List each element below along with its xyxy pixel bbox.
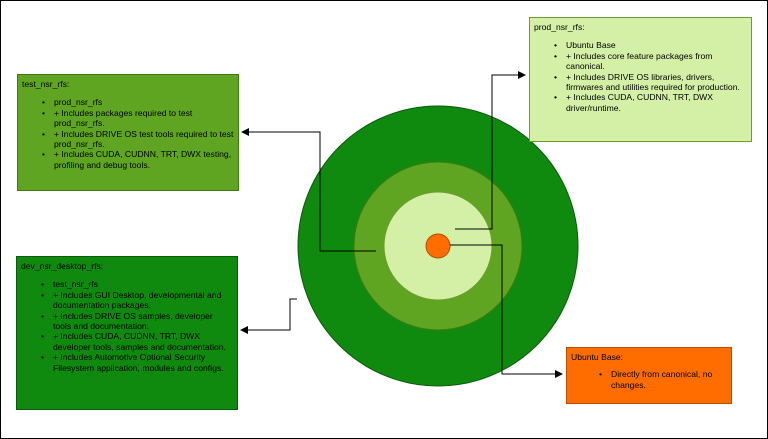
list-item: + Includes CUDA, CUDNN, TRT, DWX testing… — [42, 149, 234, 170]
dev-box-title: dev_nsr_desktop_rfs: — [21, 261, 104, 271]
prod-box-list: Ubuntu Base + Includes core feature pack… — [534, 40, 747, 113]
list-item: + Includes CUDA, CUDNN, TRT, DWX develop… — [41, 331, 233, 352]
ubuntu-box-title: Ubuntu Base: — [571, 352, 624, 362]
core-ubuntu — [425, 233, 451, 259]
test-box-list: prod_nsr_rfs + Includes packages require… — [22, 97, 234, 170]
ubuntu-base-box: Ubuntu Base: Directly from canonical, no… — [566, 347, 732, 404]
list-item: + Includes core feature packages from ca… — [554, 51, 747, 72]
connector-test — [241, 128, 376, 252]
prod-box-title: prod_nsr_rfs: — [534, 22, 585, 32]
list-item: + Includes GUI Desktop, developmental an… — [41, 290, 233, 311]
list-item: prod_nsr_rfs — [42, 97, 234, 108]
ubuntu-box-list: Directly from canonical, no changes. — [571, 369, 727, 390]
connector-prod — [455, 71, 526, 230]
test-box-title: test_nsr_rfs: — [22, 79, 70, 89]
list-item: + Includes DRIVE OS test tools required … — [42, 129, 234, 150]
dev-nsr-desktop-rfs-box: dev_nsr_desktop_rfs: test_nsr_rfs + Incl… — [16, 256, 238, 410]
list-item: + Includes Automotive Optional Security … — [41, 352, 233, 373]
connector-ubuntu — [450, 244, 563, 378]
list-item: + Includes packages required to test pro… — [42, 108, 234, 129]
list-item: test_nsr_rfs — [41, 279, 233, 290]
list-item: Ubuntu Base — [554, 40, 747, 51]
prod-nsr-rfs-box: prod_nsr_rfs: Ubuntu Base + Includes cor… — [529, 17, 752, 142]
test-nsr-rfs-box: test_nsr_rfs: prod_nsr_rfs + Includes pa… — [17, 74, 239, 191]
list-item: + Includes DRIVE OS samples, developer t… — [41, 311, 233, 332]
list-item: + Includes CUDA, CUDNN, TRT, DWX driver/… — [554, 92, 747, 113]
list-item: + Includes DRIVE OS libraries, drivers, … — [554, 72, 747, 93]
connector-dev — [240, 298, 297, 334]
list-item: Directly from canonical, no changes. — [599, 369, 727, 390]
dev-box-list: test_nsr_rfs + Includes GUI Desktop, dev… — [21, 279, 233, 373]
